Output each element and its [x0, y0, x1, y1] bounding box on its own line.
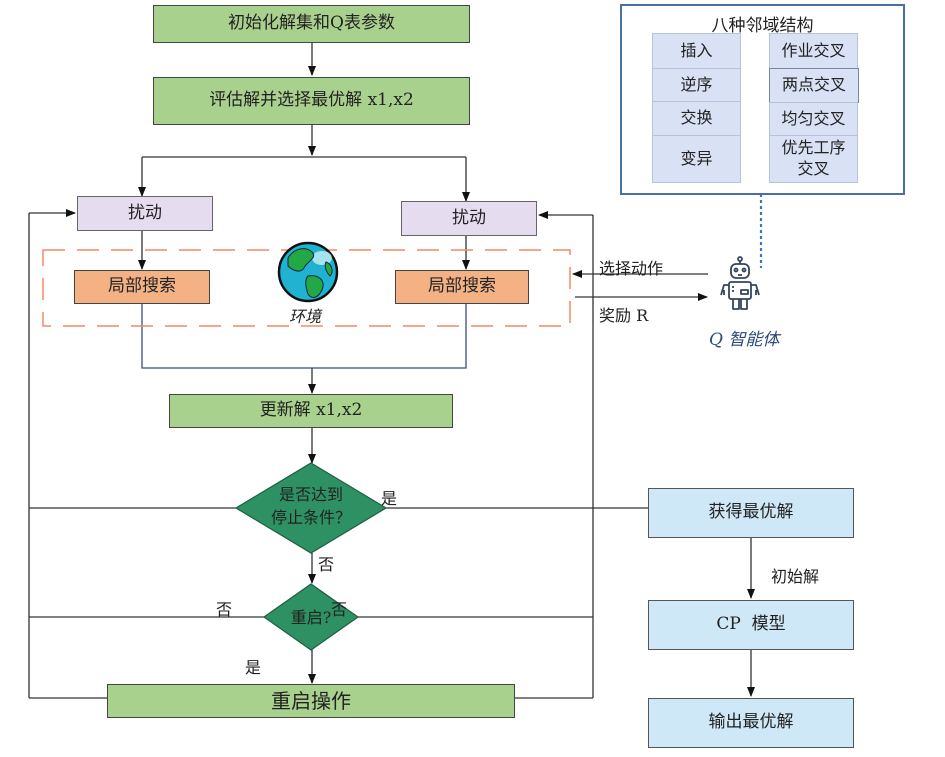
restart-diamond[interactable]	[262, 583, 360, 651]
neighborhood-item: 作业交叉	[769, 33, 858, 69]
stop-condition-label-line1: 是否达到	[279, 485, 343, 504]
local-search-box-left[interactable]: 局部搜索	[74, 270, 210, 304]
neighborhood-item: 两点交叉	[769, 68, 859, 103]
perturb-box-right[interactable]: 扰动	[401, 201, 537, 236]
local-search-box-right[interactable]: 局部搜索	[395, 270, 529, 304]
neighborhood-item: 均匀交叉	[769, 102, 858, 136]
edge-search-merge	[141, 304, 467, 369]
neighborhood-item: 插入	[652, 33, 741, 69]
neighborhood-item: 变异	[652, 135, 741, 183]
stop-yes-label: 是	[381, 489, 398, 508]
neighborhood-item: 交换	[652, 101, 741, 136]
q-agent-label: Q 智能体	[709, 330, 780, 350]
init-box[interactable]: 初始化解集和Q表参数	[153, 5, 470, 43]
environment-frame	[42, 249, 571, 327]
update-box[interactable]: 更新解 x1,x2	[169, 394, 453, 428]
restart-yes-label: 是	[245, 658, 262, 677]
restart-no-right-label: 否	[331, 600, 348, 619]
initial-solution-label: 初始解	[771, 567, 820, 586]
stop-condition-diamond[interactable]	[234, 462, 388, 554]
reward-label: 奖励 R	[599, 306, 649, 325]
perturb-box-left[interactable]: 扰动	[77, 196, 213, 231]
select-action-label: 选择动作	[599, 259, 664, 278]
neighborhood-title: 八种邻域结构	[711, 16, 814, 36]
neighborhood-item: 优先工序交叉	[769, 135, 858, 183]
output-best-box[interactable]: 输出最优解	[648, 698, 854, 748]
neighborhood-item: 逆序	[652, 68, 741, 102]
cp-model-box[interactable]: CP 模型	[648, 600, 854, 650]
globe-icon	[277, 241, 339, 303]
restart-action-box[interactable]: 重启操作	[107, 684, 515, 718]
best-solution-box[interactable]: 获得最优解	[648, 488, 854, 538]
restart-no-left-label: 否	[216, 600, 233, 619]
evaluate-box[interactable]: 评估解并选择最优解 x1,x2	[153, 77, 470, 125]
stop-condition-label-line2: 停止条件？	[271, 508, 351, 527]
restart-label: 重启?	[291, 608, 332, 627]
stop-no-label: 否	[318, 555, 335, 574]
environment-label: 环境	[289, 307, 322, 326]
robot-icon	[720, 256, 760, 310]
